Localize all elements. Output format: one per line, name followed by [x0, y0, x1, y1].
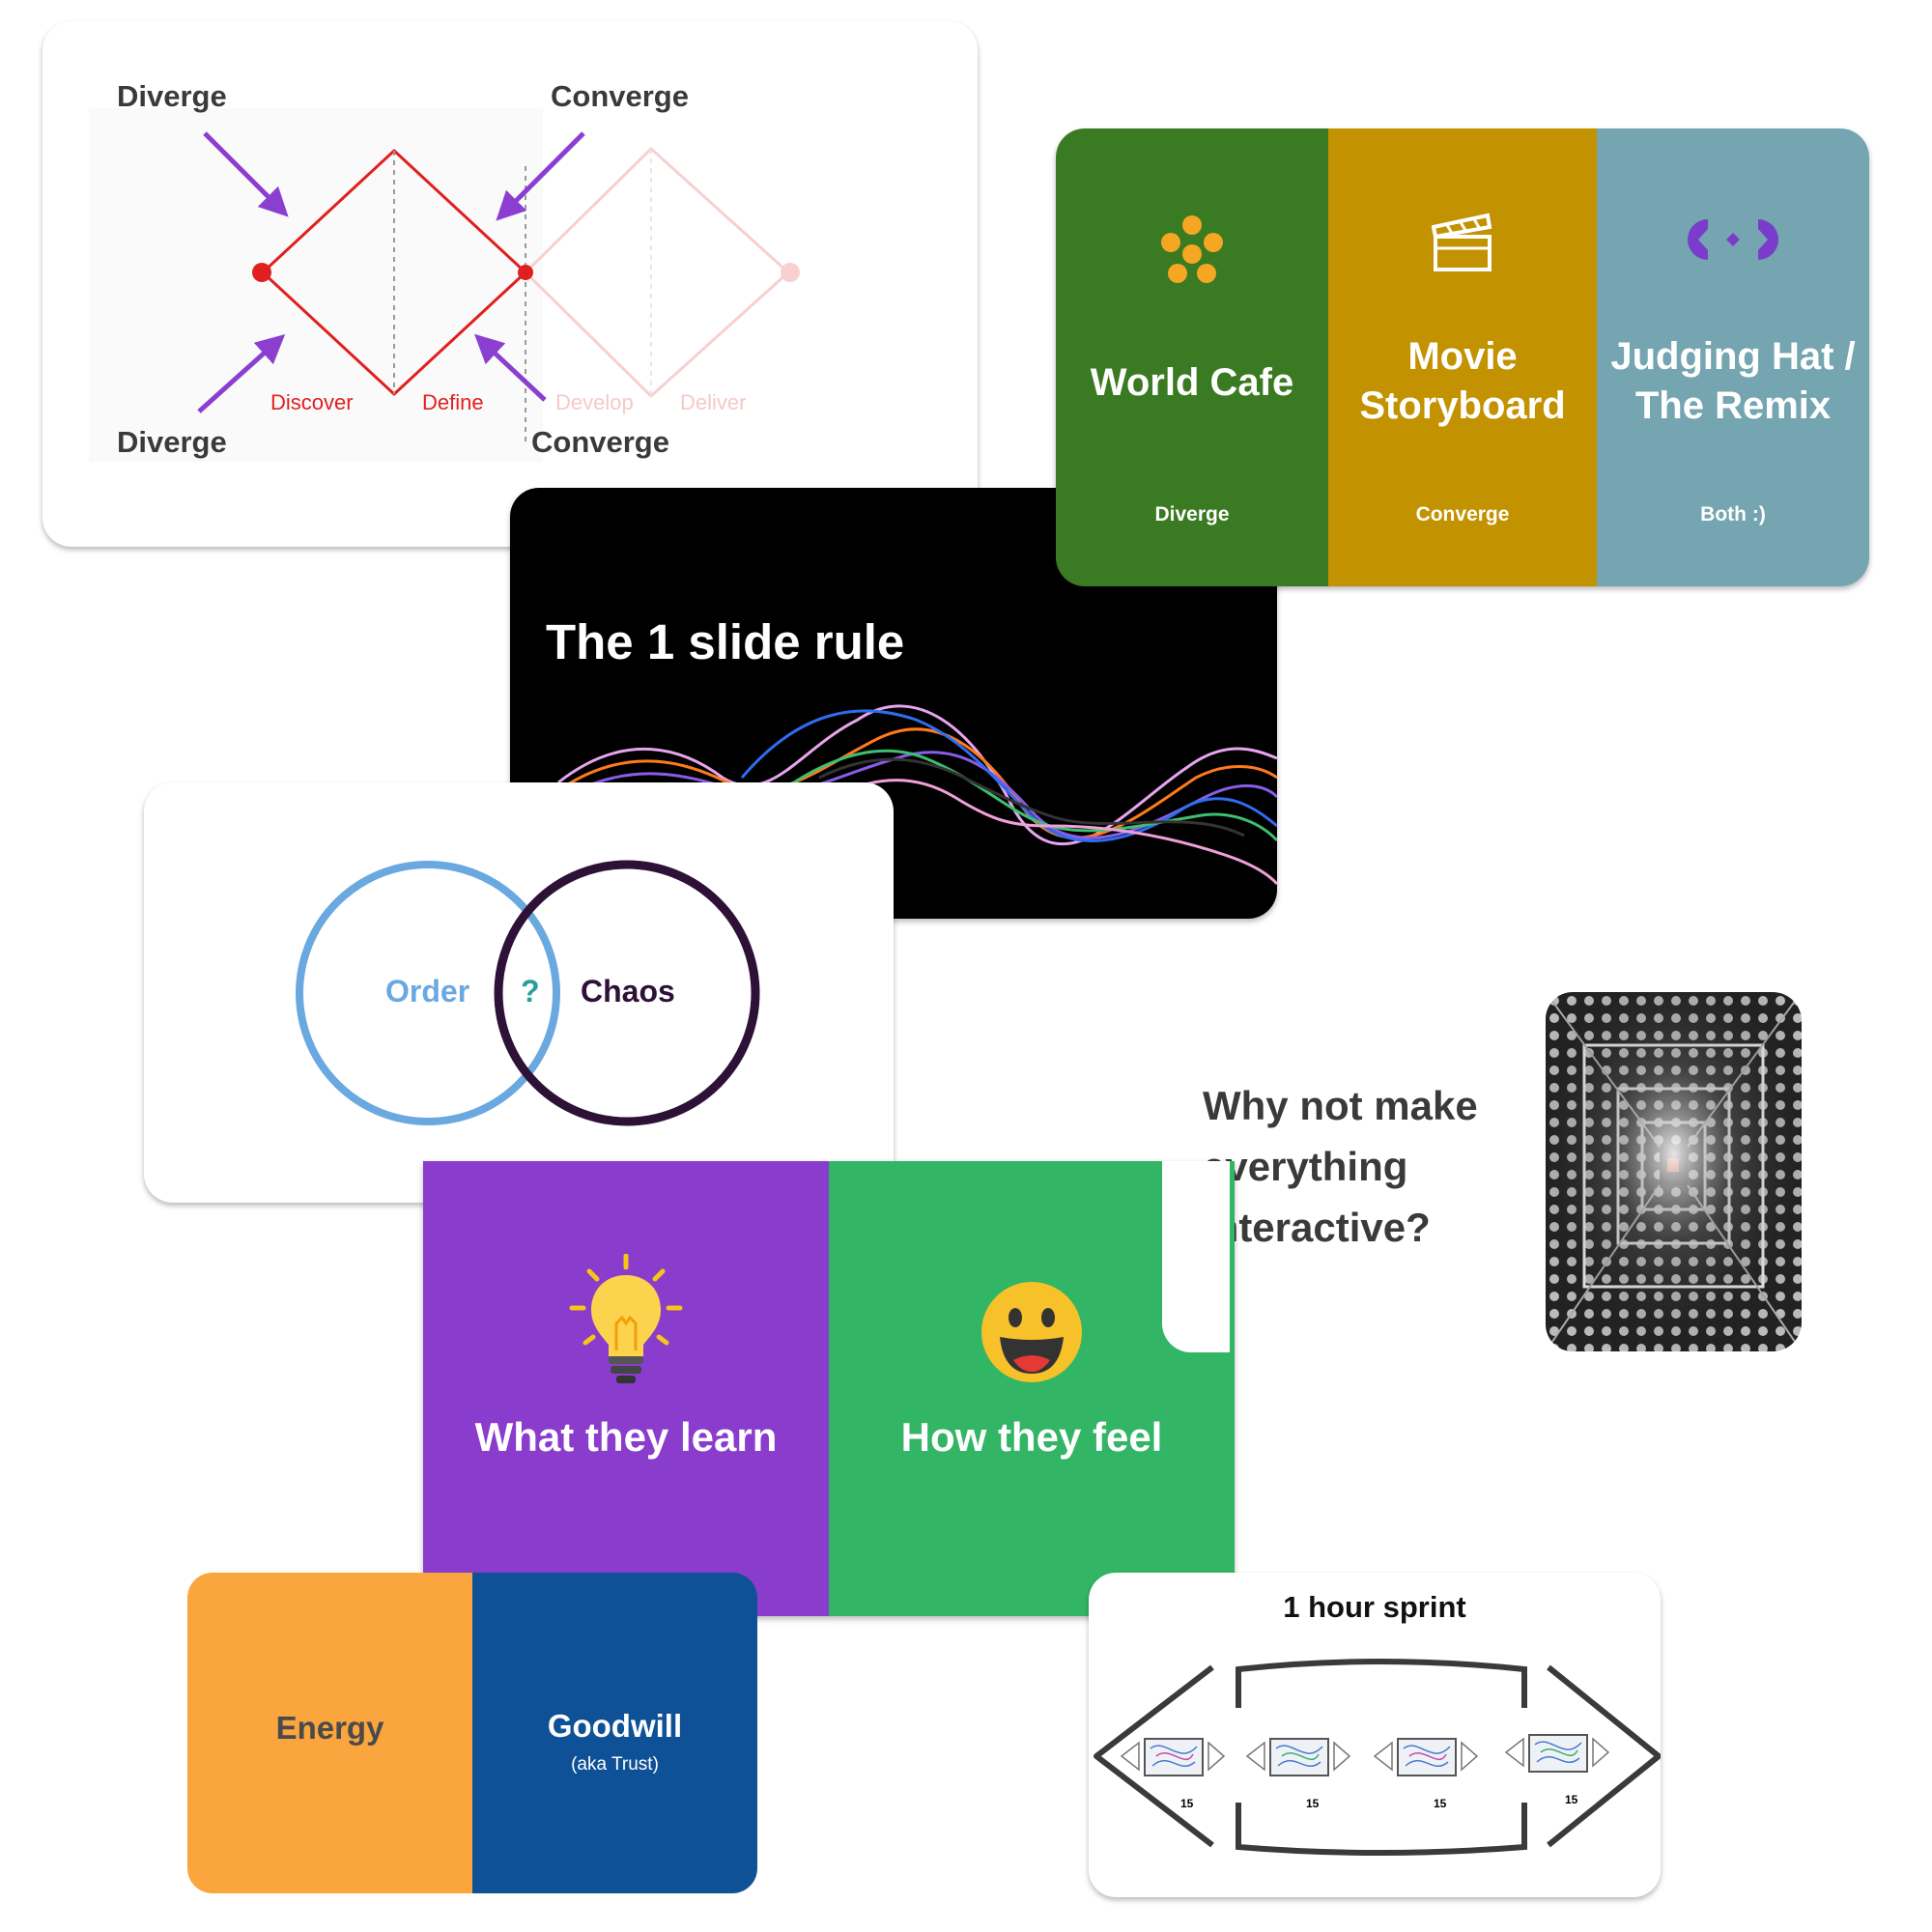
middle-dot — [518, 265, 533, 280]
arrow-bottom-left — [197, 333, 286, 413]
methods-card: World Cafe Diverge Movie Storyboard Conv… — [1056, 128, 1869, 586]
order-label: Order — [385, 974, 470, 1009]
column-title: Movie Storyboard — [1359, 335, 1566, 427]
sprint-segment — [1120, 1738, 1226, 1776]
segment-minutes: 15 — [1565, 1793, 1578, 1806]
tunnel-photo — [1546, 992, 1802, 1351]
lightbulb-icon — [569, 1254, 683, 1383]
remix-arrows-icon — [1688, 219, 1778, 260]
segment-minutes: 15 — [1306, 1797, 1320, 1810]
right-chevron — [1547, 1664, 1661, 1848]
card-overlap-notch — [1162, 1161, 1230, 1352]
phase-define: Define — [422, 390, 484, 414]
goodwill-column: Goodwill (aka Trust) — [472, 1573, 757, 1893]
column-subtitle: Diverge — [1154, 503, 1230, 526]
middle-question-label: ? — [521, 974, 540, 1009]
clapperboard-icon — [1432, 213, 1492, 271]
chaos-circle — [494, 860, 760, 1126]
arrow-top-right — [496, 131, 585, 221]
order-circle — [296, 861, 560, 1125]
column-subtitle: Both :) — [1700, 503, 1766, 526]
column-title: World Cafe — [1090, 361, 1294, 404]
start-dot — [252, 263, 271, 282]
left-chevron — [1094, 1664, 1214, 1848]
phase-discover: Discover — [270, 390, 354, 414]
energy-title: Energy — [275, 1710, 384, 1746]
venn-diagram — [296, 860, 760, 1126]
segment-minutes: 15 — [1180, 1797, 1194, 1810]
dots-flower-icon — [1161, 215, 1223, 283]
sprint-segment — [1504, 1734, 1610, 1773]
double-diamond-diagram — [89, 108, 800, 462]
column-movie-storyboard: Movie Storyboard Converge — [1328, 128, 1597, 586]
sprint-card: 1 hour sprint — [1089, 1573, 1661, 1897]
column-judging-hat: Judging Hat / The Remix Both :) — [1597, 128, 1869, 586]
column-title: Judging Hat / The Remix — [1610, 335, 1856, 427]
goodwill-subtitle: (aka Trust) — [571, 1754, 659, 1775]
sprint-title: 1 hour sprint — [1283, 1590, 1466, 1624]
sprint-segment — [1245, 1738, 1351, 1776]
column-subtitle: Converge — [1415, 503, 1510, 526]
arrow-bottom-right — [474, 333, 547, 402]
sprint-segment — [1373, 1738, 1479, 1776]
learn-feel-card: What they learn How they feel — [423, 1161, 1235, 1616]
order-chaos-card: Order ? Chaos — [144, 782, 894, 1203]
smiley-face-icon — [981, 1282, 1082, 1382]
energy-column: Energy — [187, 1573, 472, 1893]
goodwill-title: Goodwill — [547, 1708, 683, 1744]
phase-develop: Develop — [555, 390, 634, 414]
label-diverge-top: Diverge — [117, 79, 227, 113]
question-text: Why not make everything interactive? — [1203, 1083, 1478, 1250]
sprint-diagram — [1094, 1659, 1661, 1856]
learn-column: What they learn — [423, 1161, 829, 1616]
diamond-card: Diverge Converge Diverge Converge Discov… — [43, 21, 978, 547]
label-converge-top: Converge — [551, 79, 689, 113]
energy-goodwill-card: Energy Goodwill (aka Trust) — [187, 1573, 757, 1893]
interactive-question-card: Why not make everything interactive? — [1162, 992, 1802, 1351]
faded-diamond — [524, 147, 790, 398]
column-world-cafe: World Cafe Diverge — [1056, 128, 1328, 586]
label-diverge-bottom: Diverge — [117, 425, 227, 459]
label-converge-bottom: Converge — [531, 425, 669, 459]
segment-minutes: 15 — [1434, 1797, 1447, 1810]
slide-title: The 1 slide rule — [546, 614, 905, 669]
feel-title: How they feel — [900, 1414, 1163, 1460]
chaos-label: Chaos — [581, 974, 675, 1009]
bottom-bracket — [1236, 1803, 1527, 1856]
top-bracket — [1236, 1659, 1527, 1708]
learn-title: What they learn — [474, 1414, 778, 1460]
faded-end-dot — [781, 263, 800, 282]
phase-deliver: Deliver — [680, 390, 747, 414]
arrow-top-left — [203, 131, 289, 217]
tunnel-photo-graphic — [1546, 992, 1802, 1351]
